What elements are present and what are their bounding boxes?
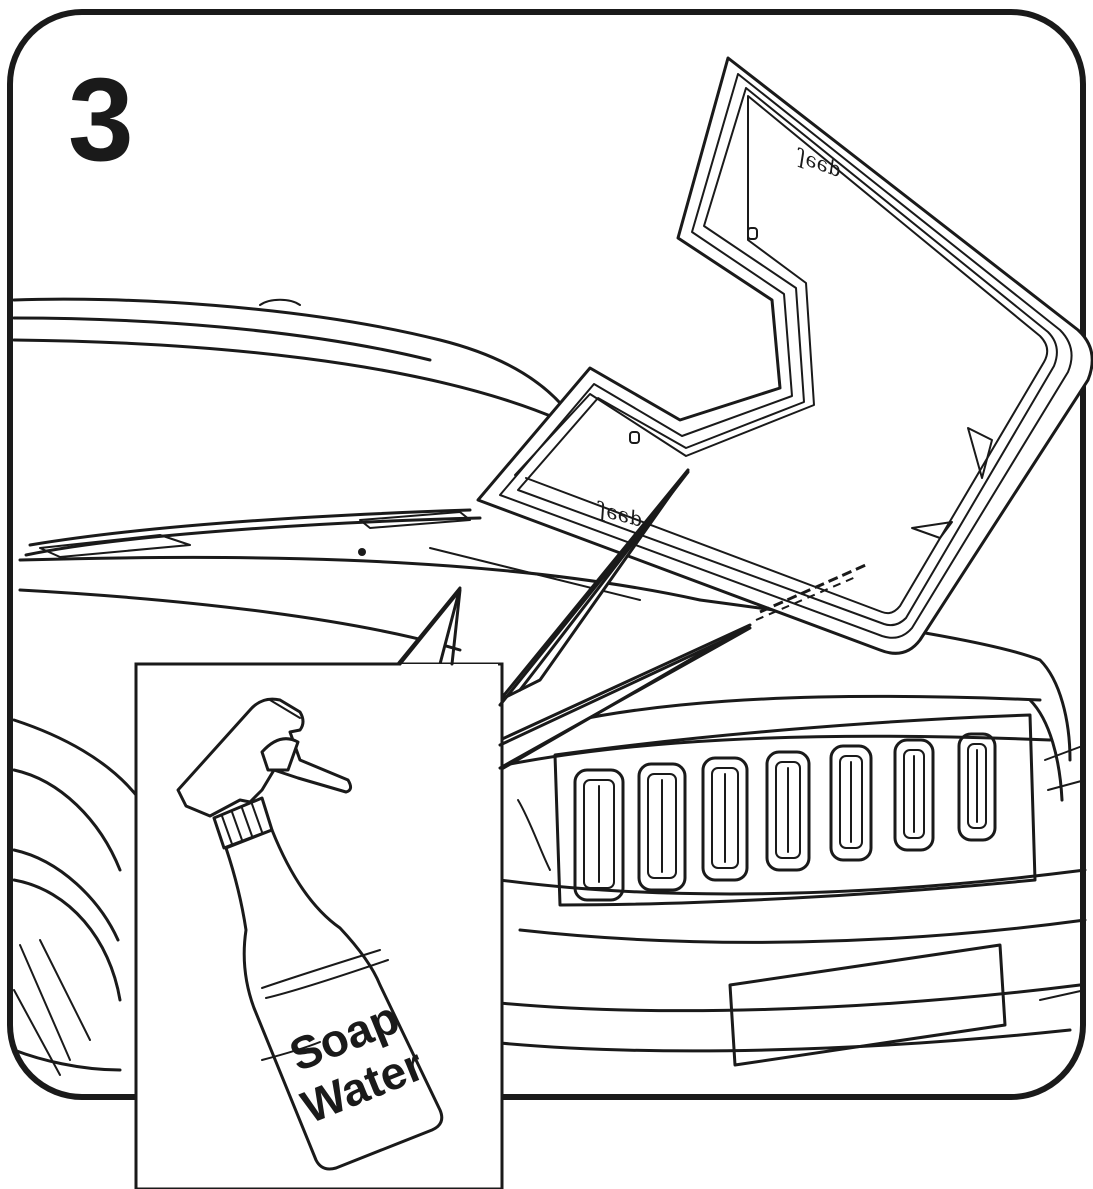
step-number: 3	[68, 54, 134, 186]
